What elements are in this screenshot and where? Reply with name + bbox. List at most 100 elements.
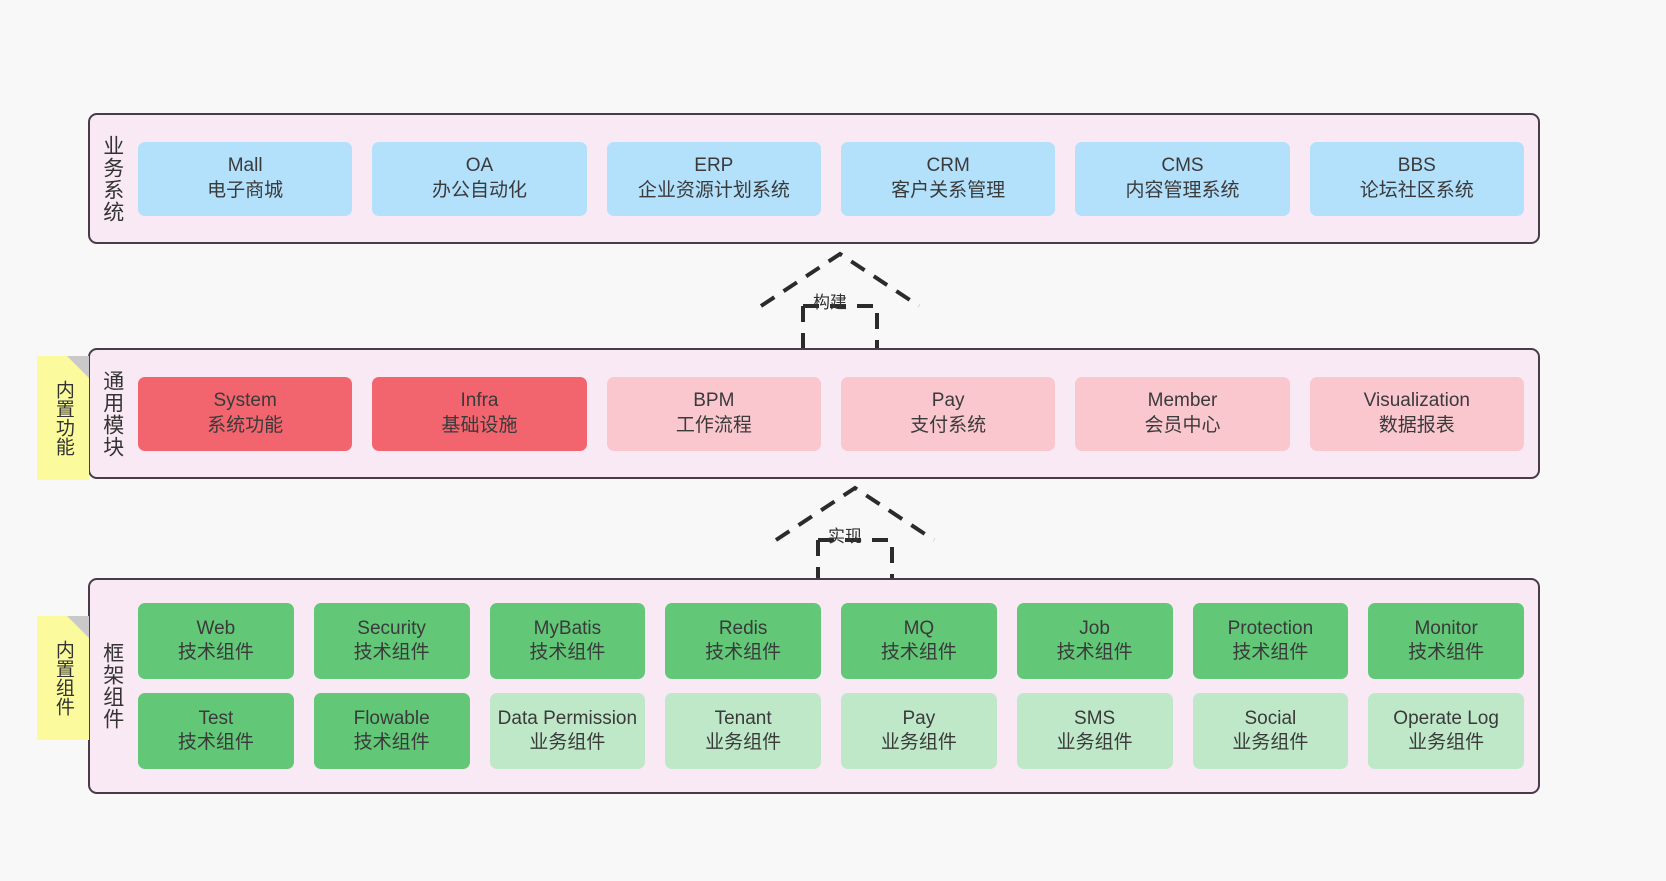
- card-desc: 技术组件: [353, 732, 430, 753]
- card-desc: 业务组件: [1056, 732, 1133, 753]
- framework-tech-row: Web 技术组件 Security 技术组件 MyBatis 技术组件 Redi…: [138, 603, 1524, 679]
- card-desc: 技术组件: [1232, 642, 1309, 663]
- component-card-flowable[interactable]: Flowable 技术组件: [313, 693, 470, 769]
- module-card-visualization[interactable]: Visualization 数据报表: [1309, 376, 1524, 451]
- layer-body-business: Mall 电子商城 OA 办公自动化 ERP 企业资源计划系统 CRM 客户关系…: [134, 115, 1538, 242]
- card-name: Monitor: [1414, 617, 1478, 639]
- module-card-pay[interactable]: Pay 支付系统: [840, 376, 1056, 451]
- card-name: Redis: [718, 617, 768, 639]
- component-card-monitor[interactable]: Monitor 技术组件: [1368, 603, 1524, 679]
- card-name: CMS: [1161, 155, 1204, 177]
- component-card-mybatis[interactable]: MyBatis 技术组件: [489, 603, 646, 679]
- card-name: SMS: [1074, 707, 1116, 729]
- layer-body-framework: Web 技术组件 Security 技术组件 MyBatis 技术组件 Redi…: [134, 580, 1538, 792]
- connector-implement-label: 实现: [828, 527, 862, 546]
- module-card-system[interactable]: System 系统功能: [138, 376, 353, 451]
- card-name: BBS: [1397, 155, 1436, 177]
- card-name: Visualization: [1363, 390, 1470, 412]
- common-modules-row: System 系统功能 Infra 基础设施 BPM 工作流程 Pay 支付系统…: [138, 376, 1524, 451]
- card-name: ERP: [694, 155, 734, 177]
- generalization-arrow-icon: [774, 485, 936, 582]
- component-card-redis[interactable]: Redis 技术组件: [665, 603, 821, 679]
- card-desc: 技术组件: [1056, 642, 1133, 663]
- component-card-social[interactable]: Social 业务组件: [1192, 693, 1349, 769]
- card-desc: 数据报表: [1378, 414, 1455, 436]
- card-name: Mall: [227, 155, 263, 177]
- component-card-pay[interactable]: Pay 业务组件: [841, 693, 997, 769]
- card-desc: 会员中心: [1144, 414, 1221, 436]
- component-card-web[interactable]: Web 技术组件: [138, 603, 294, 679]
- connector-build-label: 构建: [813, 293, 847, 312]
- card-name: Social: [1244, 707, 1297, 729]
- card-desc: 业务组件: [705, 732, 782, 753]
- card-desc: 工作流程: [675, 414, 752, 436]
- business-card-crm[interactable]: CRM 客户关系管理: [840, 141, 1056, 216]
- folded-corner-icon: [67, 616, 89, 638]
- component-card-protection[interactable]: Protection 技术组件: [1192, 603, 1349, 679]
- card-desc: 基础设施: [441, 414, 518, 436]
- module-card-member[interactable]: Member 会员中心: [1075, 376, 1290, 451]
- component-card-data-permission[interactable]: Data Permission 业务组件: [489, 693, 646, 769]
- card-desc: 内容管理系统: [1125, 179, 1240, 201]
- card-desc: 技术组件: [880, 642, 957, 663]
- layer-title-framework: 框架组件: [100, 642, 124, 730]
- card-name: Data Permission: [497, 707, 638, 729]
- card-name: MyBatis: [533, 617, 602, 639]
- card-desc: 技术组件: [529, 642, 606, 663]
- connector-build: 构建: [745, 248, 935, 348]
- component-card-sms[interactable]: SMS 业务组件: [1016, 693, 1173, 769]
- module-card-bpm[interactable]: BPM 工作流程: [606, 376, 821, 451]
- card-desc: 系统功能: [207, 414, 284, 436]
- component-card-job[interactable]: Job 技术组件: [1016, 603, 1173, 679]
- card-name: System: [213, 390, 277, 412]
- card-desc: 技术组件: [177, 642, 254, 663]
- layer-common-modules: 通用模块 System 系统功能 Infra 基础设施 BPM 工作流程 Pay…: [88, 348, 1540, 479]
- module-card-infra[interactable]: Infra 基础设施: [372, 376, 587, 451]
- card-desc: 办公自动化: [431, 179, 527, 201]
- layer-title-common: 通用模块: [100, 369, 124, 458]
- card-desc: 技术组件: [705, 642, 782, 663]
- card-desc: 业务组件: [1408, 732, 1485, 753]
- framework-business-row: Test 技术组件 Flowable 技术组件 Data Permission …: [138, 693, 1524, 769]
- folded-corner-icon: [67, 356, 89, 378]
- layer-body-common: System 系统功能 Infra 基础设施 BPM 工作流程 Pay 支付系统…: [134, 350, 1538, 477]
- layer-business-systems: 业务系统 Mall 电子商城 OA 办公自动化 ERP 企业资源计划系统 CRM…: [88, 113, 1540, 244]
- card-name: Member: [1147, 390, 1218, 412]
- component-card-tenant[interactable]: Tenant 业务组件: [665, 693, 821, 769]
- sticky-note-label: 内置功能: [52, 380, 74, 456]
- component-card-test[interactable]: Test 技术组件: [138, 693, 294, 769]
- card-desc: 业务组件: [529, 732, 606, 753]
- layer-title-business: 业务系统: [100, 134, 124, 223]
- card-name: OA: [465, 155, 494, 177]
- business-card-bbs[interactable]: BBS 论坛社区系统: [1309, 141, 1524, 216]
- card-name: BPM: [693, 390, 735, 412]
- card-desc: 技术组件: [1408, 642, 1485, 663]
- sticky-note-label: 内置组件: [52, 640, 74, 716]
- component-card-mq[interactable]: MQ 技术组件: [841, 603, 997, 679]
- card-name: Infra: [460, 390, 499, 412]
- component-card-operate-log[interactable]: Operate Log 业务组件: [1368, 693, 1524, 769]
- business-card-erp[interactable]: ERP 企业资源计划系统: [606, 141, 821, 216]
- card-desc: 业务组件: [1232, 732, 1309, 753]
- component-card-security[interactable]: Security 技术组件: [313, 603, 470, 679]
- connector-implement: 实现: [760, 482, 950, 582]
- card-name: Web: [196, 617, 236, 639]
- card-desc: 电子商城: [207, 179, 284, 201]
- card-desc: 客户关系管理: [891, 179, 1006, 201]
- card-name: CRM: [926, 155, 970, 177]
- card-name: Pay: [902, 707, 936, 729]
- business-systems-row: Mall 电子商城 OA 办公自动化 ERP 企业资源计划系统 CRM 客户关系…: [138, 141, 1524, 216]
- generalization-arrow-icon: [759, 251, 921, 348]
- card-desc: 技术组件: [353, 642, 430, 663]
- card-name: Flowable: [353, 707, 430, 729]
- card-name: Job: [1079, 617, 1110, 639]
- card-name: Test: [198, 707, 234, 729]
- business-card-cms[interactable]: CMS 内容管理系统: [1075, 141, 1290, 216]
- card-desc: 业务组件: [880, 732, 957, 753]
- card-desc: 技术组件: [177, 732, 254, 753]
- card-name: Tenant: [714, 707, 772, 729]
- business-card-oa[interactable]: OA 办公自动化: [372, 141, 587, 216]
- card-desc: 企业资源计划系统: [637, 179, 790, 201]
- card-desc: 论坛社区系统: [1359, 179, 1474, 201]
- business-card-mall[interactable]: Mall 电子商城: [138, 141, 353, 216]
